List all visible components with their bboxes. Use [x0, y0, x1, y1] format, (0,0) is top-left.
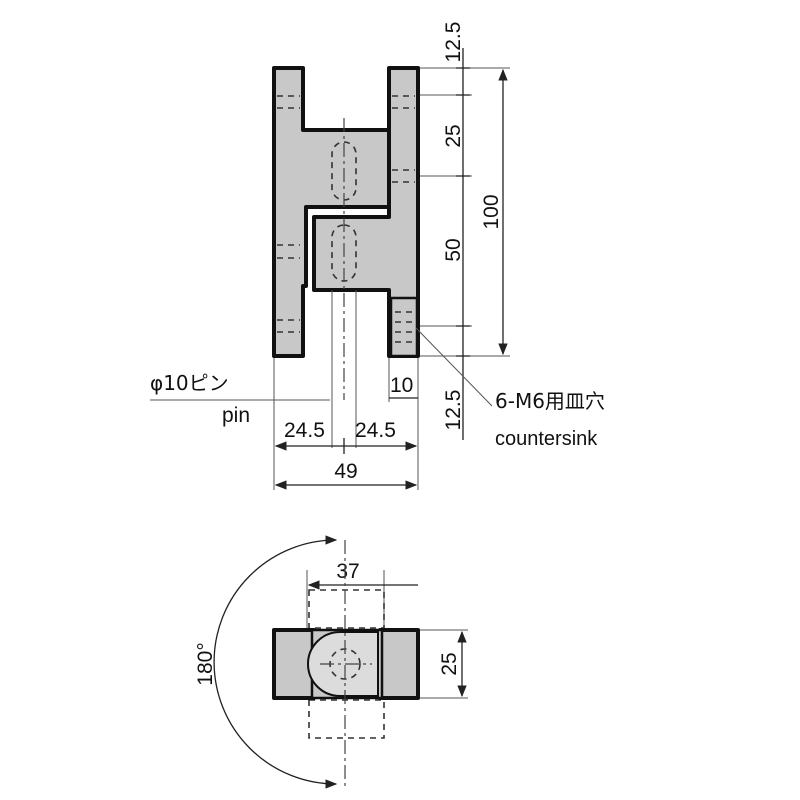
label-countersink-jp: 6-M6用皿穴 [495, 389, 605, 413]
dim-half-width-left: 24.5 [284, 419, 325, 442]
dim-overall-width: 49 [334, 460, 357, 483]
right-hinge-leaf [312, 66, 420, 358]
side-block-left [272, 628, 316, 700]
countersink-insert [389, 296, 419, 358]
label-pin-en: pin [222, 404, 250, 427]
label-countersink-en: countersink [495, 428, 598, 450]
pin-knuckle [307, 631, 379, 697]
front-elevation-view: 12.5 25 100 50 12.5 φ10ピン pin 10 6-M6用皿穴… [150, 22, 605, 490]
dim-top-offset: 12.5 [442, 22, 465, 63]
side-block-right [378, 628, 420, 700]
ghost-outline-bottom [308, 699, 385, 739]
dim-side-height: 25 [438, 652, 461, 675]
dim-half-width-right: 24.5 [355, 419, 396, 442]
countersink-leader-line [415, 327, 493, 407]
dim-rotation: 180° [194, 642, 217, 685]
dim-bottom-offset: 12.5 [442, 390, 465, 431]
dim-overall-height: 100 [480, 194, 503, 229]
screw-hole-hidden-lines-left [277, 95, 300, 333]
label-pin-jp: φ10ピン [150, 371, 229, 395]
dim-plate-width: 10 [390, 374, 413, 397]
plan-view: 180° 37 25 [194, 535, 468, 790]
screw-hole-hidden-lines-right [392, 95, 415, 183]
dim-upper-section: 25 [442, 124, 465, 147]
rotation-arc [213, 535, 338, 789]
ghost-outline-top [308, 589, 385, 629]
dim-side-width: 37 [336, 560, 359, 583]
dim-lower-section: 50 [442, 238, 465, 261]
left-hinge-leaf [272, 66, 391, 358]
